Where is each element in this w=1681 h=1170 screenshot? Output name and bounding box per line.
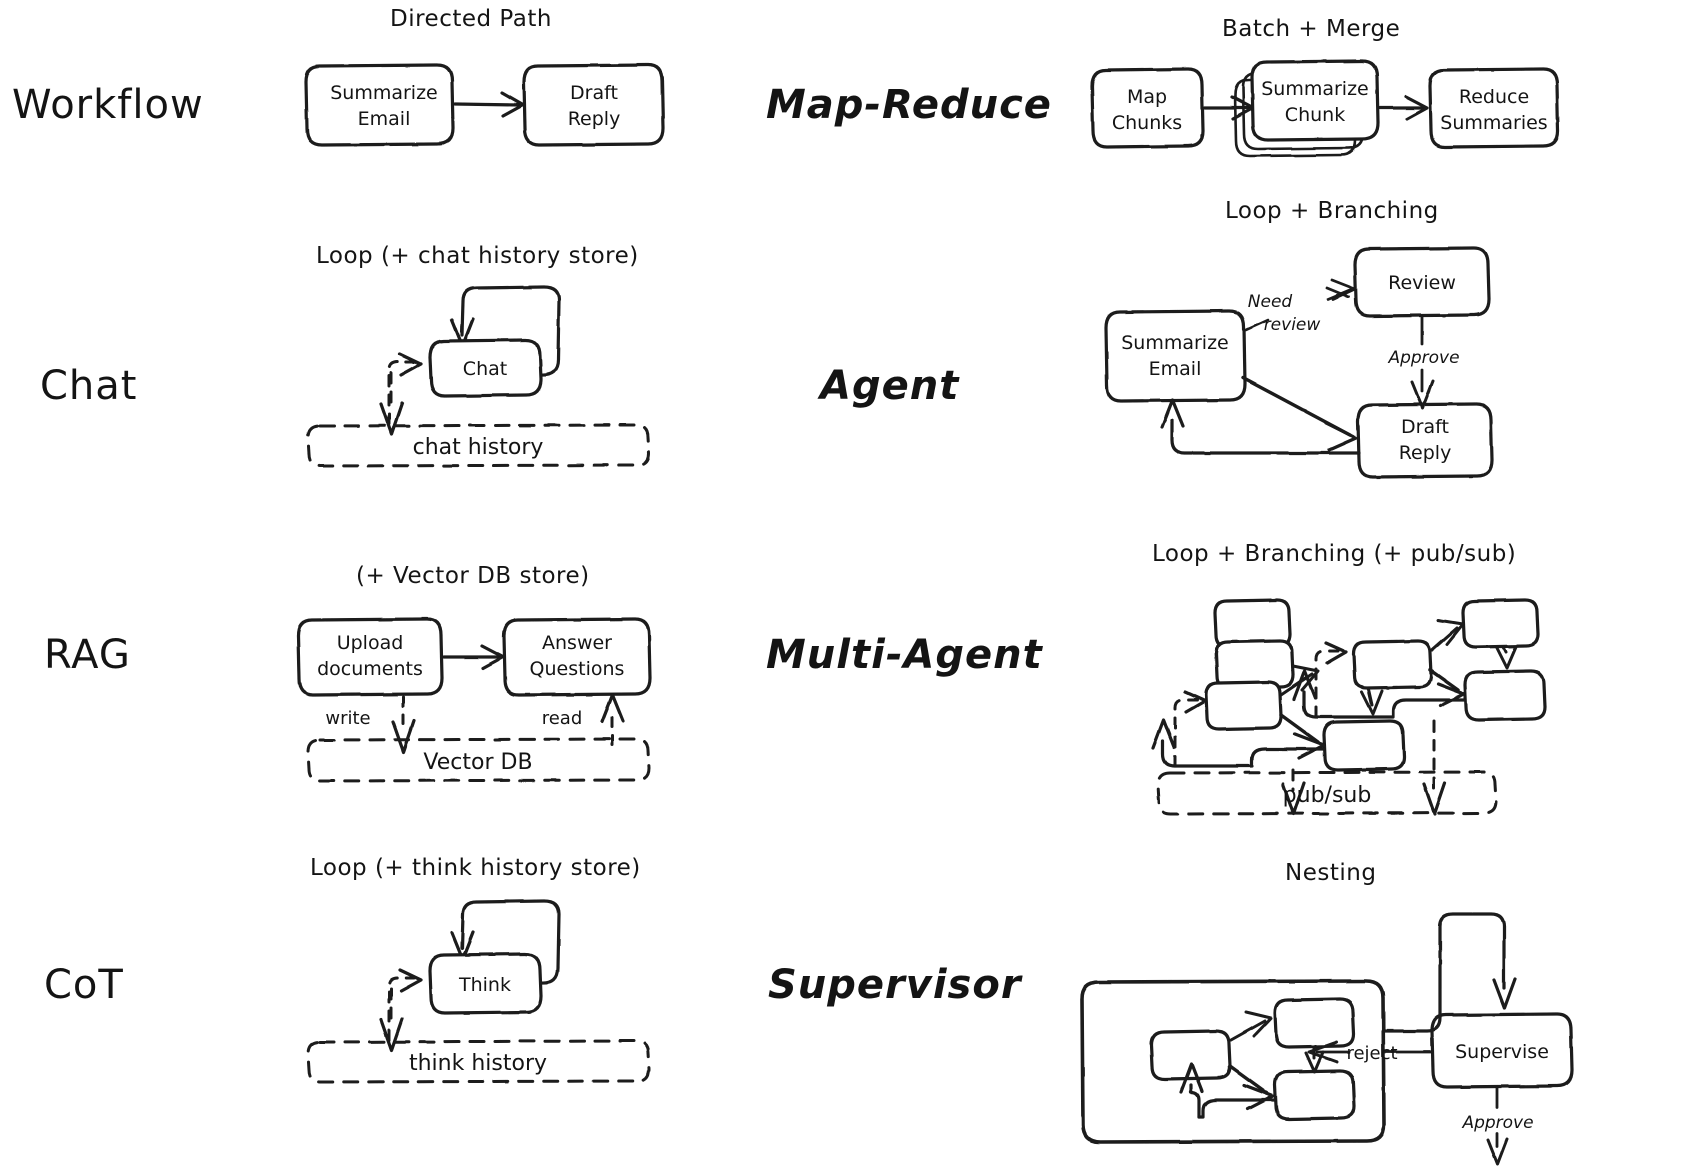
store-vector-db — [306, 737, 651, 783]
node-label-summarize-chunk-a: Summarize — [1261, 78, 1369, 100]
store-pubsub — [1156, 770, 1498, 816]
node-summarize-chunk — [1250, 59, 1380, 142]
row-label-workflow: Workflow — [12, 82, 204, 128]
node-label-map: Map — [1127, 86, 1167, 108]
node-summarize-email-workflow — [304, 63, 455, 147]
node-label-review: Review — [1388, 272, 1456, 294]
node-sup-inner-left — [1149, 1029, 1232, 1081]
node-ma2-left — [1352, 639, 1433, 690]
caption-loop-branching: Loop + Branching — [1225, 198, 1439, 224]
store-chat-history — [306, 423, 651, 468]
edge-label-approve: Approve — [1387, 348, 1459, 368]
edge-subgraph-to-supervise — [1383, 912, 1517, 1033]
store-label-chat-history: chat history — [413, 435, 544, 460]
edge-think-history-in — [387, 976, 416, 1042]
store-think-history — [306, 1039, 651, 1084]
row-label-rag: RAG — [44, 632, 131, 678]
edge-chat-history-in — [387, 360, 416, 426]
edge-label-review: review — [1264, 315, 1321, 335]
node-label-reduce: Reduce — [1459, 86, 1529, 108]
node-label-answer: Answer — [542, 632, 612, 654]
edge-summarize-to-draft — [1241, 376, 1358, 452]
edge-supervise-approve — [1486, 1086, 1509, 1166]
node-review — [1353, 246, 1491, 318]
caption-vector-db-store: (+ Vector DB store) — [356, 563, 590, 589]
node-supervise — [1430, 1012, 1574, 1089]
edge-label-reject: reject — [1346, 1043, 1397, 1064]
edge-label-approve2: Approve — [1461, 1113, 1533, 1133]
edge-approve — [1410, 315, 1435, 410]
node-ma2-right — [1463, 669, 1547, 722]
caption-loop-think: Loop (+ think history store) — [310, 855, 641, 881]
edges-ma2 — [1292, 618, 1518, 719]
node-label-summarize-chunk-b: Chunk — [1285, 104, 1345, 126]
node-agent-summarize-email — [1104, 309, 1247, 403]
node-label-questions: Questions — [530, 658, 625, 680]
edge-reject — [1307, 1040, 1434, 1064]
arrowhead-chat-in — [398, 352, 423, 377]
node-label-chat: Chat — [463, 358, 507, 380]
caption-loop-chat: Loop (+ chat history store) — [316, 243, 639, 269]
edge-upload-to-answer — [442, 644, 505, 670]
node-sup-inner-top — [1273, 997, 1356, 1049]
edge-label-write: write — [325, 708, 370, 729]
node-label-supervise: Supervise — [1455, 1041, 1549, 1063]
row-label-cot: CoT — [44, 962, 124, 1008]
arrowhead-pubsub-right — [1422, 781, 1447, 816]
node-label-summarize: Summarize — [330, 82, 438, 104]
caption-loop-branching-pubsub: Loop + Branching (+ pub/sub) — [1152, 541, 1517, 567]
node-label-agent-draft: Draft — [1401, 416, 1449, 438]
arrowhead-write — [391, 719, 416, 754]
edge-label-read: read — [542, 708, 583, 729]
edge-summarize-to-reduce — [1378, 95, 1429, 121]
store-label-pubsub: pub/sub — [1283, 783, 1372, 808]
node-label-draft: Draft — [570, 82, 618, 104]
caption-directed-path: Directed Path — [390, 6, 552, 32]
arrowhead-think-out — [379, 1017, 404, 1052]
edge-label-need: Need — [1248, 292, 1293, 312]
caption-batch-merge: Batch + Merge — [1222, 16, 1401, 42]
node-ma1-left — [1214, 639, 1295, 690]
node-label-summaries: Summaries — [1440, 112, 1547, 134]
node-ma1-right — [1322, 719, 1406, 772]
node-label-chunks: Chunks — [1112, 112, 1182, 134]
arrowhead-think-in — [398, 968, 423, 993]
node-chat — [428, 338, 543, 398]
node-label-agent-reply: Reply — [1399, 442, 1452, 464]
node-label-reply: Reply — [568, 108, 621, 130]
node-label-email: Email — [358, 108, 411, 130]
edges-supervisor-inner — [1179, 1010, 1325, 1119]
node-answer-questions — [502, 617, 652, 697]
node-sup-inner-right — [1273, 1069, 1356, 1121]
node-label-documents: documents — [317, 658, 423, 680]
node-ma1-left-real — [1204, 680, 1283, 731]
store-label-vector-db: Vector DB — [423, 750, 532, 775]
row-label-multi-agent: Multi-Agent — [766, 632, 1043, 678]
node-label-upload: Upload — [337, 632, 404, 654]
node-draft-reply-workflow — [522, 63, 665, 147]
row-label-map-reduce: Map-Reduce — [766, 82, 1052, 128]
store-label-think-history: think history — [409, 1051, 547, 1076]
arrowhead-chat-out — [379, 401, 404, 436]
edge-workflow-1 — [453, 91, 525, 118]
node-agent-draft-reply — [1356, 402, 1494, 479]
edge-map-to-summarize — [1203, 95, 1255, 121]
caption-nesting: Nesting — [1285, 860, 1377, 886]
node-upload-documents — [296, 617, 444, 697]
node-label-think: Think — [458, 974, 511, 996]
node-reduce-summaries — [1428, 67, 1560, 149]
node-think — [428, 952, 543, 1015]
node-label-agent-summarize: Summarize — [1121, 332, 1229, 354]
row-label-chat: Chat — [40, 363, 138, 409]
row-label-supervisor: Supervisor — [768, 962, 1022, 1008]
node-ma2-top — [1461, 598, 1540, 649]
node-map-chunks — [1090, 67, 1205, 149]
edge-draft-back-to-summarize — [1160, 398, 1361, 455]
row-label-agent: Agent — [820, 363, 960, 409]
arrowhead-read — [600, 693, 625, 724]
node-label-agent-email: Email — [1149, 358, 1202, 380]
